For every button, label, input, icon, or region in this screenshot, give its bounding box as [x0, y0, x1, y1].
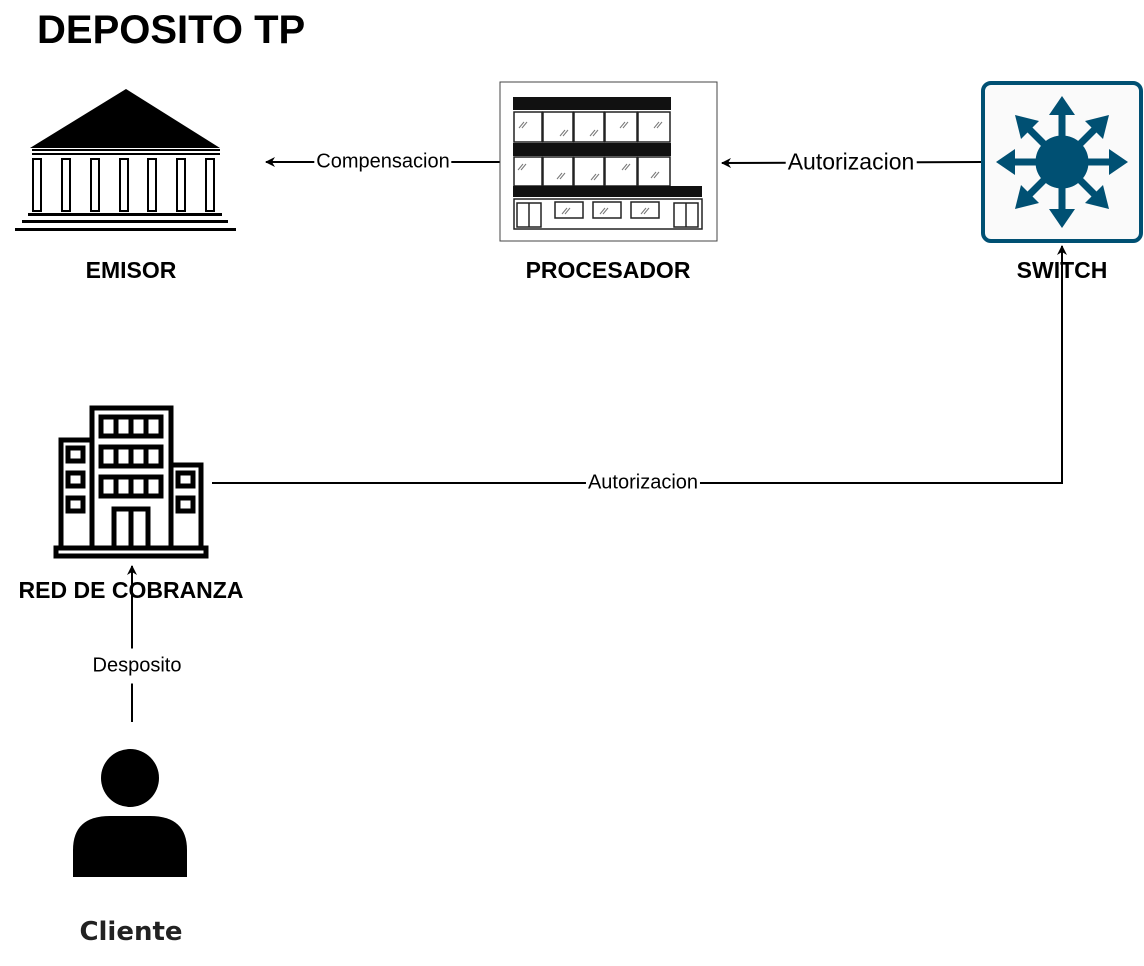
edge-label-autorizacion-switch-procesador: Autorizacion — [785, 148, 917, 176]
node-label-red-cobranza: RED DE COBRANZA — [18, 577, 244, 603]
node-label-switch: SWITCH — [1016, 257, 1108, 283]
bank-icon — [15, 89, 236, 231]
network-switch-icon — [981, 81, 1143, 243]
edge-label-desposito: Desposito — [90, 648, 184, 684]
office-building-icon — [499, 81, 718, 242]
edge-label-autorizacion-red-switch: Autorizacion — [585, 471, 701, 495]
edge-label-compensacion: Compensacion — [314, 150, 452, 174]
page-title: DEPOSITO TP — [37, 8, 306, 52]
person-icon — [73, 749, 187, 877]
node-label-emisor: EMISOR — [85, 257, 177, 283]
corporate-building-icon — [53, 405, 209, 559]
node-label-procesador: PROCESADOR — [525, 257, 691, 283]
node-label-cliente: Cliente — [79, 917, 183, 947]
edge-autorizacion-red-switch — [212, 245, 1067, 484]
